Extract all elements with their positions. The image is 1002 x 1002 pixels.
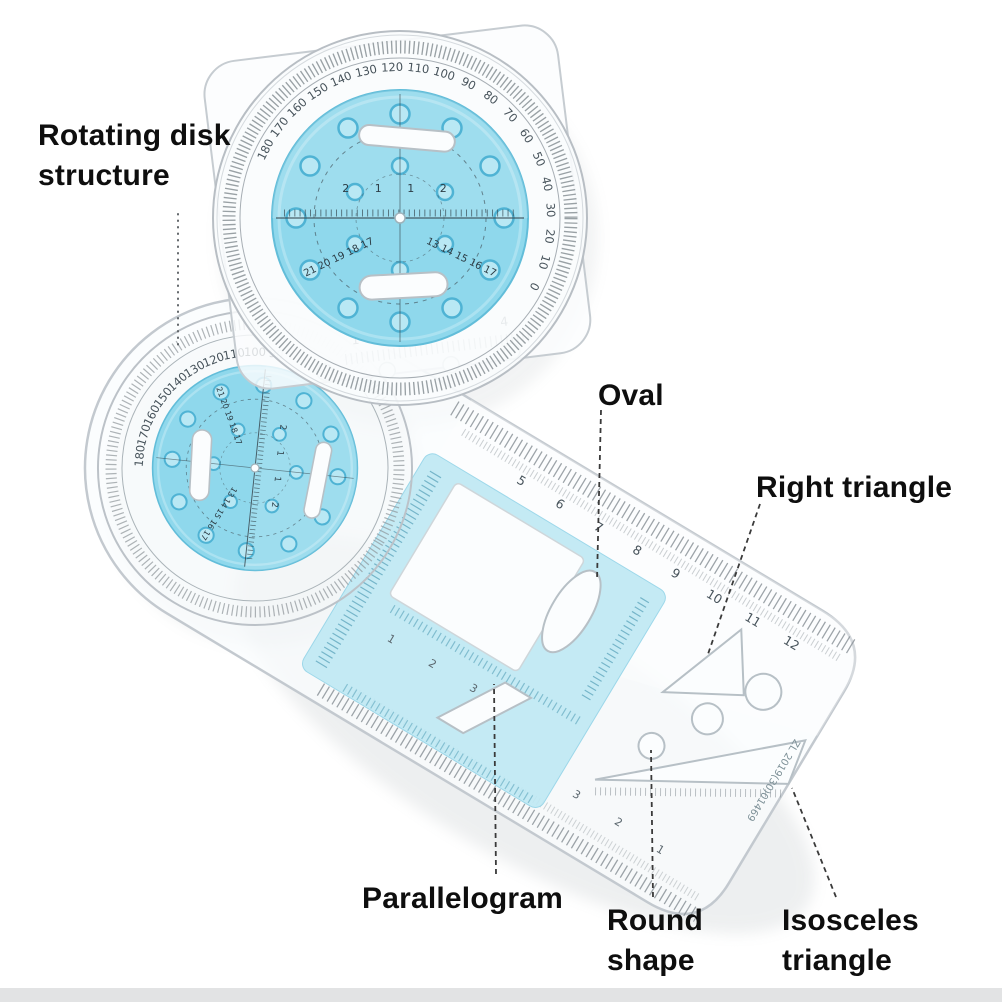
oval-cutout[interactable] (530, 562, 612, 661)
right-triangle-cutout[interactable] (660, 611, 772, 728)
scale-number: 30 (543, 202, 558, 217)
top-disk-outer-line (216, 34, 584, 402)
scale-number: 180 (132, 444, 148, 467)
round-cutouts[interactable] (634, 635, 788, 802)
scale-number: 50 (530, 150, 549, 169)
top-disk[interactable]: 0102030405060708090100110120130140150160… (212, 30, 588, 406)
scale-number: 110 (407, 60, 430, 77)
photo-bottom-edge (0, 988, 1002, 1002)
label-parallelogram: Parallelogram (362, 882, 564, 915)
scale-number: 100 (432, 64, 457, 84)
round-cutout-large[interactable] (739, 667, 788, 716)
round-cutout-small[interactable] (634, 728, 670, 764)
scale-number: 12 (781, 632, 802, 653)
top-disk-degree-ticks (222, 40, 578, 396)
isosceles-triangle-cutout[interactable] (594, 658, 812, 866)
ruler-top-ticks (450, 401, 858, 655)
label-right-triangle: Right triangle (756, 471, 953, 504)
label-rotating-disk-structure: Rotating disk structure (38, 119, 231, 192)
scale-number: 170 (134, 423, 154, 448)
scale-number: 10 (704, 586, 725, 607)
leader-oval (596, 409, 602, 581)
parallelogram-cutout[interactable] (435, 662, 534, 754)
big-rotating-disk[interactable] (272, 90, 528, 346)
scale-number: 120 (381, 60, 404, 75)
round-cutout-medium[interactable] (686, 698, 729, 741)
leader-parallelogram (493, 683, 497, 875)
isosceles-edge-ticks (595, 787, 786, 798)
scale-number: 130 (354, 62, 379, 81)
top-disk-inner-line (239, 57, 561, 379)
leader-lines (177, 213, 837, 898)
leader-round-shape (650, 749, 654, 898)
scale-number: 90 (459, 74, 478, 93)
label-isosceles-triangle: Isosceles triangle (782, 904, 919, 977)
scale-number: 11 (742, 609, 763, 630)
scale-number: 20 (542, 228, 558, 244)
scale-number: 10 (536, 253, 554, 271)
scale-number: 60 (517, 126, 537, 146)
label-oval: Oval (598, 379, 664, 412)
scale-number: 40 (539, 175, 556, 192)
label-round-shape: Round shape (607, 904, 703, 977)
leader-isosceles (791, 787, 837, 898)
